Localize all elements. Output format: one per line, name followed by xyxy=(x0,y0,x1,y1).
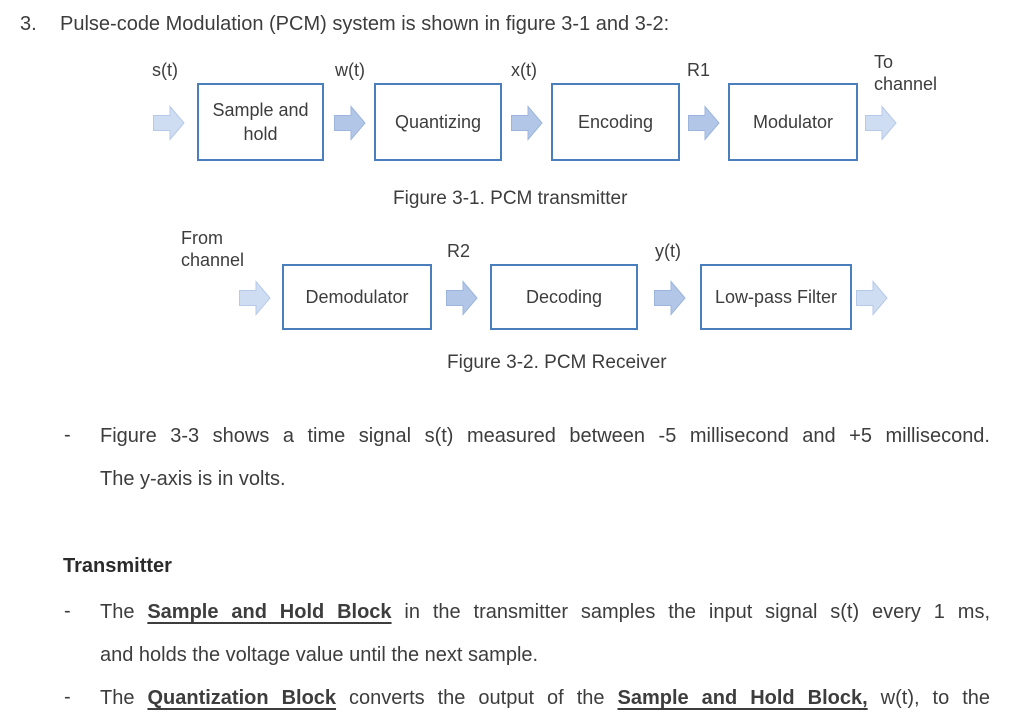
bullet-dash: - xyxy=(64,600,71,622)
arrow-right-icon xyxy=(511,105,543,141)
arrow-right-icon xyxy=(334,105,366,141)
block-encoding: Encoding xyxy=(551,83,680,161)
signal-label-r1: R1 xyxy=(687,60,711,80)
term-sample-and-hold-block: Sample and Hold Block xyxy=(147,601,392,623)
block-decoding: Decoding xyxy=(490,264,638,330)
text-segment: converts the output of the xyxy=(336,687,618,709)
arrow-right-icon xyxy=(865,105,897,141)
arrow-right-icon xyxy=(153,105,185,141)
figure-2-caption: Figure 3-2. PCM Receiver xyxy=(447,352,667,373)
block-low-pass-filter: Low-pass Filter xyxy=(700,264,852,330)
signal-label-yt: y(t) xyxy=(655,241,681,261)
block-sample-and-hold: Sample and hold xyxy=(197,83,324,161)
sample-hold-line-1: The Sample and Hold Block in the transmi… xyxy=(100,600,990,624)
arrow-right-icon xyxy=(856,280,888,316)
bullet-dash: - xyxy=(64,424,71,446)
arrow-right-icon xyxy=(654,280,686,316)
signal-label-wt: w(t) xyxy=(335,60,365,80)
block-demodulator: Demodulator xyxy=(282,264,432,330)
block-quantizing: Quantizing xyxy=(374,83,502,161)
sample-hold-line-2: and holds the voltage value until the ne… xyxy=(100,644,539,666)
bullet-dash: - xyxy=(64,686,71,708)
signal-label-st: s(t) xyxy=(152,60,178,80)
quantization-line-1: The Quantization Block converts the outp… xyxy=(100,686,990,710)
label-from-channel: From channel xyxy=(181,228,245,270)
term-quantization-block: Quantization Block xyxy=(147,687,337,709)
label-to-channel: To channel xyxy=(874,52,938,94)
note-line-2: The y-axis is in volts. xyxy=(100,468,286,490)
block-modulator: Modulator xyxy=(728,83,858,161)
signal-label-xt: x(t) xyxy=(511,60,537,80)
arrow-right-icon xyxy=(688,105,720,141)
text-segment: The xyxy=(100,687,148,709)
text-segment: in the transmitter samples the input sig… xyxy=(391,601,991,623)
signal-label-r2: R2 xyxy=(447,241,471,261)
term-sample-and-hold-block: Sample and Hold Block, xyxy=(617,687,868,709)
transmitter-heading: Transmitter xyxy=(63,555,172,577)
arrow-right-icon xyxy=(239,280,271,316)
figure-1-caption: Figure 3-1. PCM transmitter xyxy=(393,188,628,209)
text-segment: w(t), to the xyxy=(867,687,991,709)
arrow-right-icon xyxy=(446,280,478,316)
page-title: Pulse-code Modulation (PCM) system is sh… xyxy=(60,13,670,35)
text-segment: The xyxy=(100,601,148,623)
note-line-1: Figure 3-3 shows a time signal s(t) meas… xyxy=(100,425,990,447)
item-number: 3. xyxy=(20,13,37,35)
